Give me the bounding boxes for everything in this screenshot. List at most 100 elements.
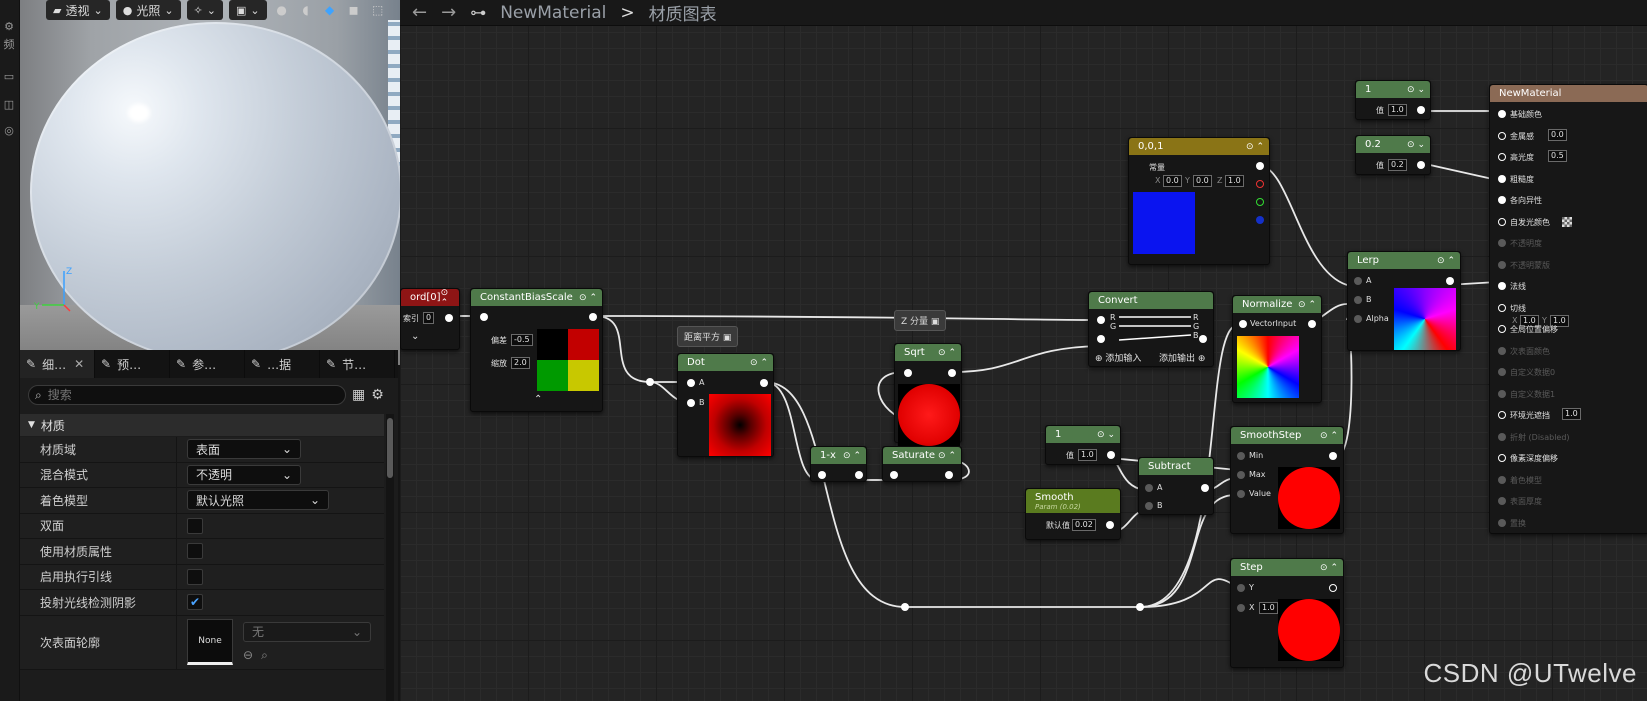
tab-preview[interactable]: ✎预… [95, 350, 170, 378]
result-pin-row[interactable]: 各向异性 [1490, 193, 1647, 207]
input-pin-b[interactable] [1354, 296, 1362, 304]
table-view-icon[interactable]: ▦ [352, 387, 366, 403]
output-pin-r[interactable] [1256, 180, 1264, 188]
saturate-node[interactable]: Saturate⊙ ⌃ [882, 446, 962, 482]
search-box[interactable]: ⌕ [28, 385, 346, 405]
result-input-pin[interactable] [1498, 303, 1506, 312]
subtract-node[interactable]: Subtract A B [1138, 457, 1214, 515]
result-pin-row[interactable]: 表面厚度 [1490, 494, 1647, 508]
output-pin[interactable] [1417, 106, 1425, 114]
result-input-pin[interactable] [1498, 325, 1506, 333]
search-input[interactable] [47, 388, 318, 402]
comment-z-component[interactable]: Z 分量 ▣ [894, 310, 947, 331]
output-pin[interactable] [1329, 584, 1337, 592]
texcoord-node[interactable]: ord[0]⊙ ⌃ 索引 0 ⌄ [400, 288, 460, 350]
y-value[interactable]: 0.0 [1193, 175, 1212, 187]
input-pin-y[interactable] [1237, 584, 1245, 592]
result-input-pin[interactable] [1498, 153, 1506, 161]
layout-button[interactable]: ▣⌄ [228, 0, 267, 20]
cube-preview-icon[interactable]: ◼ [348, 3, 359, 17]
settings-icon[interactable]: ⚙ [4, 20, 14, 33]
value-field[interactable]: 0.2 [1388, 159, 1407, 171]
output-pin[interactable] [1446, 277, 1454, 285]
output-pin[interactable] [1201, 484, 1209, 492]
result-pin-value[interactable]: 0.5 [1548, 150, 1567, 162]
eye-icon[interactable]: ◎ [4, 124, 14, 137]
result-input-pin[interactable] [1498, 368, 1506, 376]
smooth-param-node[interactable]: Smooth Param (0.02) 默认值 0.02 [1025, 488, 1121, 540]
material-graph[interactable]: ← → ⊶ NewMaterial > 材质图表 [400, 0, 1647, 701]
result-pin-row[interactable]: 自定义数据1 [1490, 387, 1647, 401]
result-input-pin[interactable] [1498, 346, 1506, 355]
columns-icon[interactable]: ◫ [3, 98, 15, 111]
perspective-button[interactable]: ▰透视⌄ [46, 0, 110, 20]
result-input-pin[interactable] [1498, 217, 1506, 226]
bias-value[interactable]: -0.5 [511, 334, 533, 346]
result-input-pin[interactable] [1498, 239, 1506, 247]
normalize-node[interactable]: Normalize⊙ ⌃ VectorInput [1232, 295, 1322, 403]
result-pin-row[interactable]: 自定义数据0 [1490, 365, 1647, 379]
result-input-pin[interactable] [1498, 454, 1506, 462]
scrollbar-thumb[interactable] [387, 418, 393, 478]
result-input-pin[interactable] [1498, 196, 1506, 204]
result-input-pin[interactable] [1498, 411, 1506, 419]
value-field[interactable]: 1.0 [1388, 104, 1407, 116]
gear-icon[interactable]: ⚙ [371, 387, 384, 403]
constant-bias-scale-node[interactable]: ConstantBiasScale⊙ ⌃ 偏差 -0.5 缩放 2.0 ⌃ [470, 288, 603, 412]
lerp-node[interactable]: Lerp⊙ ⌃ A B Alpha [1347, 251, 1461, 351]
convert-node[interactable]: Convert R G R G B ⊕ 添加输入 添加输出 ⊕ [1088, 291, 1214, 367]
result-pin-row[interactable]: 不透明蒙版 [1490, 258, 1647, 272]
tab-parameters[interactable]: ✎参… [170, 350, 245, 378]
output-pin-g[interactable] [1256, 198, 1264, 206]
input-pin-2[interactable] [1097, 335, 1105, 343]
result-pin-value[interactable]: 0.0 [1548, 128, 1567, 141]
emissive-swatch[interactable] [1562, 216, 1572, 227]
output-pin-b[interactable] [1256, 216, 1264, 224]
breadcrumb-graph[interactable]: 材质图表 [648, 5, 717, 25]
output-pin[interactable] [589, 313, 597, 321]
input-pin-a[interactable] [687, 379, 695, 387]
constant-0-2-node[interactable]: 0.2⊙ ⌄ 值 0.2 [1355, 135, 1431, 175]
section-header-material[interactable]: ▼ 材质 [20, 414, 384, 436]
close-icon[interactable]: ✕ [74, 357, 85, 371]
browse-icon[interactable]: ⌕ [261, 647, 268, 662]
back-arrow-icon[interactable]: ← [412, 2, 428, 23]
result-input-pin[interactable] [1498, 475, 1506, 484]
output-pin[interactable] [1329, 452, 1337, 460]
material-domain-dropdown[interactable]: 表面⌄ [187, 439, 301, 460]
breadcrumb-asset[interactable]: NewMaterial [500, 2, 607, 23]
input-pin-b[interactable] [687, 399, 695, 407]
result-input-pin[interactable] [1498, 174, 1506, 183]
input-pin-max[interactable] [1237, 471, 1245, 479]
result-input-pin[interactable] [1498, 389, 1506, 398]
result-pin-row[interactable]: 像素深度偏移 [1490, 451, 1647, 465]
result-input-pin[interactable] [1498, 260, 1506, 269]
output-pin[interactable] [1308, 320, 1316, 328]
use-selected-icon[interactable]: ⊖ [243, 647, 254, 662]
material-attributes-checkbox[interactable] [187, 543, 203, 560]
plane-preview-icon[interactable]: ◆ [324, 3, 335, 17]
input-pin-alpha[interactable] [1354, 315, 1362, 323]
result-input-pin[interactable] [1498, 432, 1506, 441]
result-pin-row[interactable]: 着色模型 [1490, 473, 1647, 487]
input-pin-a[interactable] [1354, 277, 1362, 285]
x-value-field[interactable]: 1.0 [1259, 602, 1278, 614]
result-input-pin[interactable] [1498, 110, 1506, 118]
result-pin-row[interactable]: 置换 [1490, 516, 1647, 530]
result-pin-row[interactable]: 粗糙度 [1490, 172, 1647, 186]
dot-node[interactable]: Dot⊙ ⌃ A B [677, 353, 774, 457]
mesh-preview-icon[interactable]: ⬚ [371, 3, 384, 17]
result-pin-row[interactable]: 次表面颜色 [1490, 344, 1647, 358]
execution-wires-checkbox[interactable] [187, 568, 203, 585]
shading-model-dropdown[interactable]: 默认光照⌄ [187, 490, 329, 511]
input-pin[interactable] [1239, 320, 1247, 328]
result-pin-row[interactable]: 自发光颜色 [1490, 215, 1647, 229]
lighting-button[interactable]: ●光照⌄ [115, 0, 181, 20]
subsurface-profile-dropdown[interactable]: 无⌄ [243, 621, 371, 642]
result-pin-row[interactable]: 不透明度 [1490, 236, 1647, 250]
input-pin-b[interactable] [1145, 502, 1153, 510]
